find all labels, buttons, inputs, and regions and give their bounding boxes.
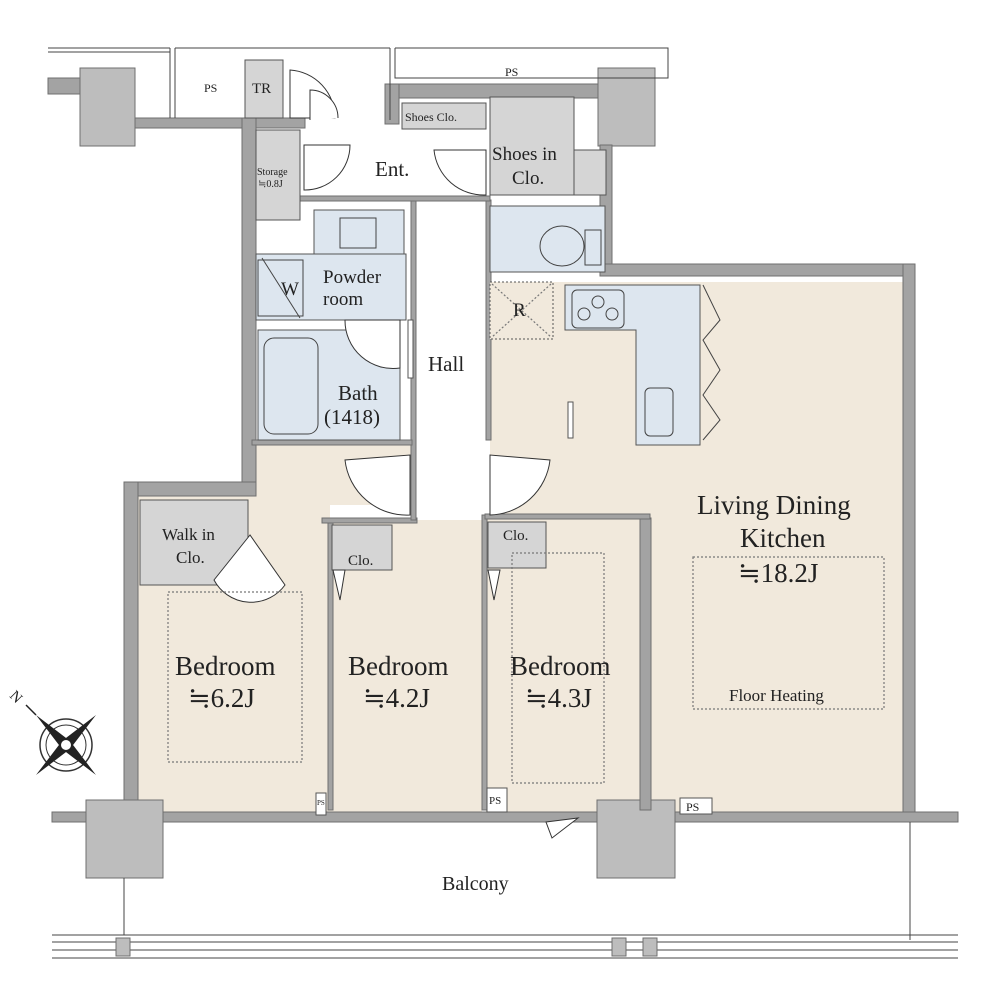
shoes-in-closet (489, 96, 575, 196)
bedroom-size: ≒6.2J (188, 683, 255, 713)
bedroom-size: ≒4.3J (525, 683, 592, 713)
kitchen (489, 281, 721, 446)
ps-label: PS (686, 800, 699, 814)
walk-in-closet-label: Walk in (162, 525, 215, 544)
ps-label: PS (204, 81, 217, 95)
bedroom-label: Bedroom (510, 651, 611, 681)
bath-size: (1418) (324, 405, 380, 429)
floor-heating-label: Floor Heating (729, 686, 824, 705)
ps-label: PS (317, 799, 325, 807)
tr-label: TR (252, 81, 271, 97)
bedroom-size: ≒4.2J (363, 683, 430, 713)
hall-label: Hall (428, 352, 464, 376)
entrance-label: Ent. (375, 157, 409, 181)
balcony-railing (52, 822, 958, 959)
compass-north-label: N (6, 688, 25, 707)
wet-areas (255, 205, 606, 441)
closet-label: Clo. (503, 528, 528, 544)
storage-size: ≒0.8J (258, 179, 283, 190)
top-structure (48, 47, 669, 120)
bath-label: Bath (338, 381, 378, 405)
closet-label: Clo. (348, 553, 373, 569)
shoes-closet-label: Shoes Clo. (405, 110, 457, 124)
toilet (489, 205, 606, 273)
walk-in-closet-label: Clo. (176, 548, 205, 567)
bedroom-label: Bedroom (348, 651, 449, 681)
shoes-closet (401, 102, 487, 130)
shoes-in-closet-label: Clo. (512, 168, 544, 189)
storage (255, 129, 301, 221)
storage-label: Storage (257, 167, 288, 178)
balcony-label: Balcony (442, 873, 509, 895)
shoes-in-closet-label: Shoes in (492, 144, 557, 165)
washer-label: W (281, 279, 299, 300)
ldk-label: Living Dining (697, 490, 851, 520)
ps-label: PS (489, 795, 501, 807)
powder-room-label: Powder (323, 267, 382, 288)
ldk-size: ≒18.2J (738, 558, 818, 588)
ldk-label: Kitchen (740, 523, 826, 553)
bedroom-label: Bedroom (175, 651, 276, 681)
compass-icon: N (6, 688, 96, 775)
entrance-area (255, 96, 607, 221)
fridge-label: R (513, 300, 526, 321)
doors (139, 454, 580, 839)
powder-room (255, 253, 407, 321)
ps-label: PS (505, 65, 518, 79)
room-labels: PS TR PS Shoes Clo. Shoes in Clo. Storag… (162, 65, 851, 895)
powder-room-label: room (323, 289, 363, 310)
